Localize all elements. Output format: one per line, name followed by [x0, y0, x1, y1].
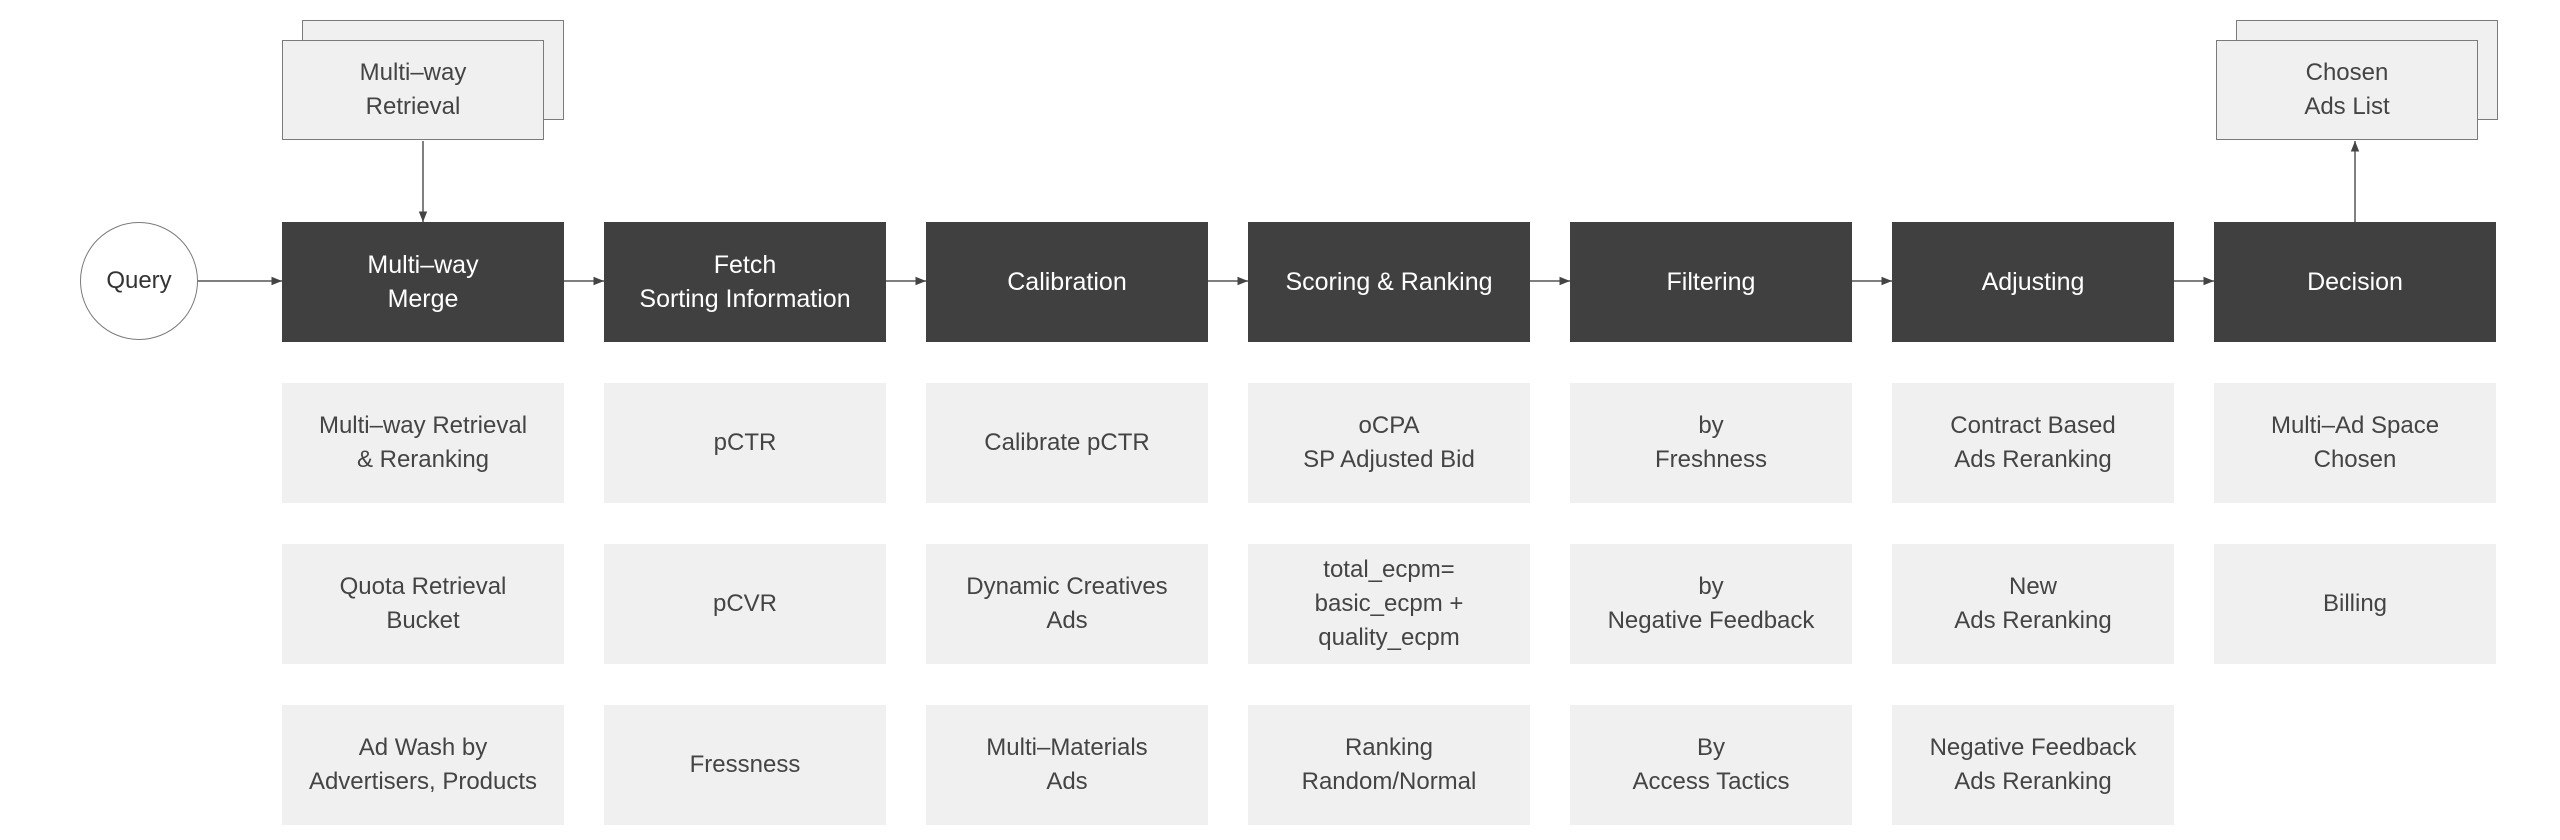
stage-decision: Decision: [2214, 222, 2496, 342]
stage-calibration: Calibration: [926, 222, 1208, 342]
scoring-detail-total-ecpm: total_ecpm= basic_ecpm + quality_ecpm: [1248, 544, 1530, 664]
calibration-detail-multi-materials: Multi–Materials Ads: [926, 705, 1208, 825]
decision-detail-billing: Billing: [2214, 544, 2496, 664]
stage-adjusting: Adjusting: [1892, 222, 2174, 342]
output-list-node: Chosen Ads List: [2216, 40, 2478, 140]
decision-detail-multi-ad-space: Multi–Ad Space Chosen: [2214, 383, 2496, 503]
merge-detail-retrieval-reranking: Multi–way Retrieval & Reranking: [282, 383, 564, 503]
fetch-detail-pctr: pCTR: [604, 383, 886, 503]
stage-multi-way-merge: Multi–way Merge: [282, 222, 564, 342]
merge-detail-ad-wash: Ad Wash by Advertisers, Products: [282, 705, 564, 825]
adjusting-detail-contract-based: Contract Based Ads Reranking: [1892, 383, 2174, 503]
scoring-detail-ocpa: oCPA SP Adjusted Bid: [1248, 383, 1530, 503]
stage-filtering: Filtering: [1570, 222, 1852, 342]
adjusting-detail-negative-feedback: Negative Feedback Ads Reranking: [1892, 705, 2174, 825]
merge-detail-quota-bucket: Quota Retrieval Bucket: [282, 544, 564, 664]
stage-scoring-ranking: Scoring & Ranking: [1248, 222, 1530, 342]
fetch-detail-pcvr: pCVR: [604, 544, 886, 664]
retrieval-source-node: Multi–way Retrieval: [282, 40, 544, 140]
filtering-detail-negative-feedback: by Negative Feedback: [1570, 544, 1852, 664]
scoring-detail-ranking-mode: Ranking Random/Normal: [1248, 705, 1530, 825]
filtering-detail-access-tactics: By Access Tactics: [1570, 705, 1852, 825]
fetch-detail-freshness: Fressness: [604, 705, 886, 825]
adjusting-detail-new-ads: New Ads Reranking: [1892, 544, 2174, 664]
filtering-detail-freshness: by Freshness: [1570, 383, 1852, 503]
calibration-detail-dynamic-creatives: Dynamic Creatives Ads: [926, 544, 1208, 664]
query-node: Query: [80, 222, 198, 340]
stage-fetch-sorting-information: Fetch Sorting Information: [604, 222, 886, 342]
calibration-detail-pctr: Calibrate pCTR: [926, 383, 1208, 503]
